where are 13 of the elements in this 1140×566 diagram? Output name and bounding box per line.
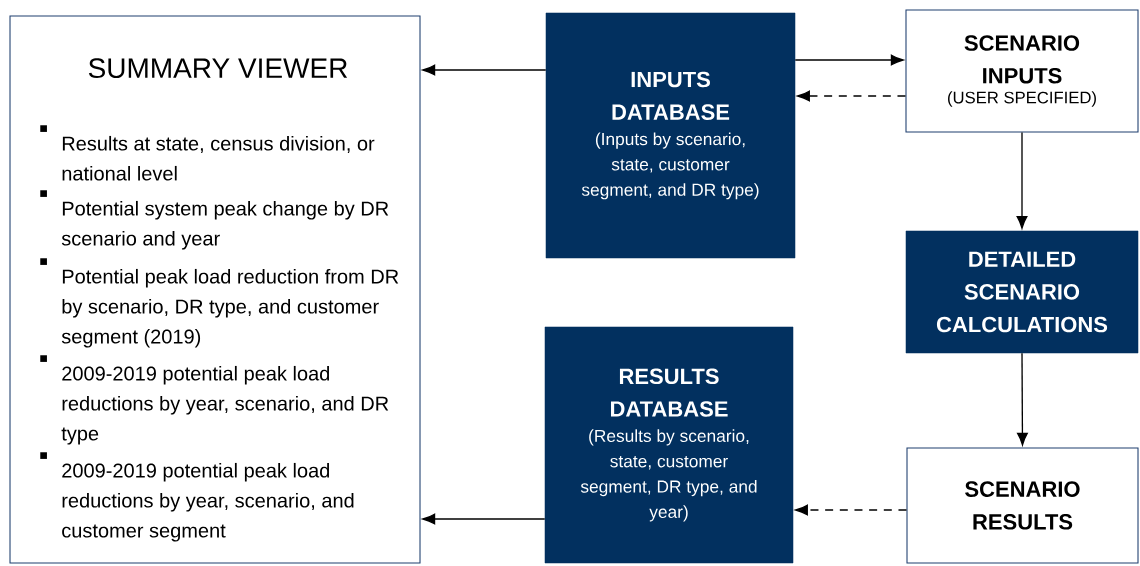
arrow — [794, 54, 904, 66]
arrow — [1017, 352, 1028, 446]
heading: SUMMARY VIEWER — [88, 58, 348, 79]
dashed-arrow — [795, 504, 908, 516]
process-box: DETAILED SCENARIO CALCULATIONS — [905, 230, 1139, 354]
input-box: SCENARIO INPUTS (USER SPECIFIED) — [905, 9, 1139, 133]
arrow — [422, 513, 546, 525]
database-box: INPUTS DATABASE (Inputs by scenario, state, customer segment, and DR type) — [545, 12, 796, 259]
result-box: SCENARIO RESULTS — [906, 447, 1139, 564]
dashed-arrow — [797, 90, 907, 102]
arrow — [1016, 131, 1028, 229]
arrow — [422, 64, 547, 76]
database-box: RESULTS DATABASE (Results by scenario, state, customer segment, DR type, and year) — [544, 326, 794, 564]
